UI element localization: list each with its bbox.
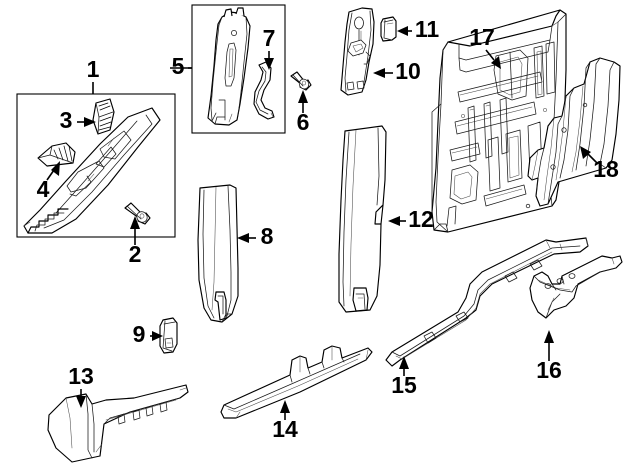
leader-15 — [399, 356, 409, 376]
part-12-c-pillar-lower-trim — [338, 125, 387, 313]
part-3-upper-trim-clip-cover — [92, 98, 115, 135]
callout-label-1: 1 — [87, 56, 100, 82]
leader-9 — [150, 331, 163, 341]
part-15-cab-floor-side-sill-member — [385, 237, 589, 367]
callout-label-16: 16 — [536, 357, 562, 383]
callout-label-18: 18 — [593, 156, 619, 182]
leader-3 — [77, 117, 96, 127]
callout-label-5: 5 — [172, 53, 185, 79]
callout-label-9: 9 — [133, 321, 146, 347]
part-1-a-pillar-trim-panel — [23, 107, 161, 234]
leader-8 — [237, 233, 256, 243]
leader-13 — [76, 389, 86, 408]
callout-label-11: 11 — [415, 16, 440, 42]
part-4-lower-trim-end-cap — [37, 142, 76, 167]
callout-label-13: 13 — [68, 363, 94, 389]
leader-16 — [544, 330, 554, 361]
leader-17 — [485, 49, 501, 69]
part-6-trim-panel-screw — [290, 71, 312, 91]
part-2-trim-retainer-screw — [124, 202, 151, 225]
part-16-rear-corner-gusset-bracket — [529, 255, 623, 319]
callout-label-17: 17 — [469, 24, 495, 50]
leader-4 — [46, 161, 60, 181]
leader-6 — [298, 90, 308, 113]
part-11-c-pillar-trim-access-cover — [380, 16, 397, 42]
leader-7 — [264, 51, 274, 70]
group-box-1 — [16, 93, 176, 238]
leader-10 — [373, 68, 393, 78]
callout-label-7: 7 — [263, 25, 276, 51]
callout-label-8: 8 — [261, 223, 274, 249]
leader-2 — [130, 216, 140, 245]
callout-label-12: 12 — [408, 206, 434, 232]
callout-label-4: 4 — [37, 176, 50, 202]
callout-label-14: 14 — [272, 416, 298, 442]
group-box-5 — [191, 4, 286, 134]
callout-label-2: 2 — [129, 241, 142, 267]
leader-18 — [580, 146, 599, 165]
callout-label-10: 10 — [395, 58, 421, 84]
callout-label-6: 6 — [297, 109, 310, 135]
part-18-cab-back-panel-insulator — [525, 57, 621, 209]
callout-label-3: 3 — [60, 107, 73, 133]
part-10-c-pillar-upper-trim — [340, 7, 375, 96]
part-8-b-pillar-lower-trim — [197, 184, 239, 323]
part-13-front-door-sill-scuff-plate — [47, 384, 189, 463]
callout-label-15: 15 — [391, 372, 417, 398]
part-14-rear-door-sill-scuff-plate — [220, 345, 373, 419]
part-7-grab-handle-bracket — [253, 61, 275, 120]
leader-14 — [280, 400, 290, 420]
leader-11 — [397, 26, 412, 36]
leader-12 — [388, 216, 406, 226]
part-5-b-pillar-upper-trim — [207, 7, 251, 126]
part-9-seat-belt-guide-cover — [159, 317, 178, 354]
